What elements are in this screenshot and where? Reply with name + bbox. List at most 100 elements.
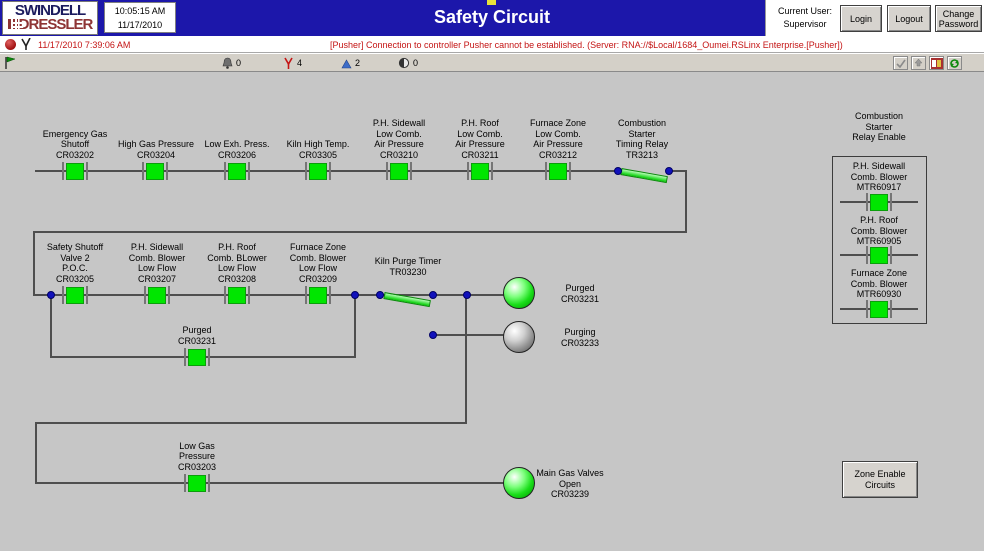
page-title: Safety Circuit: [433, 7, 551, 27]
contact-label: High Gas Pressure CR03204: [117, 139, 195, 160]
main-gas-light-label: Main Gas Valves Open CR03239: [536, 468, 604, 499]
wire: [669, 170, 687, 172]
relay-entry-label: Furnace Zone Comb. Blower MTR60930: [850, 268, 908, 299]
contact-label: Emergency Gas Shutoff CR03202: [42, 128, 108, 160]
contact-label: Kiln High Temp. CR03305: [286, 139, 350, 160]
alarm-message: [Pusher] Connection to controller Pusher…: [330, 40, 843, 50]
current-user: Current User: Supervisor: [770, 5, 840, 31]
bell-icon: [222, 57, 233, 69]
contact-cr03305: [305, 161, 331, 181]
contact-label: Safety Shutoff Valve 2 P.O.C. CR03205: [46, 242, 104, 284]
change-password-button[interactable]: Change Password: [935, 5, 982, 32]
junction-dot: [463, 291, 471, 299]
contact-mtr60905: [866, 245, 892, 265]
fault-icon: [284, 57, 293, 69]
wire: [35, 482, 506, 484]
alarm-summary-button[interactable]: [929, 56, 944, 70]
wire: [35, 422, 37, 483]
junction-dot: [351, 291, 359, 299]
export-button[interactable]: [911, 56, 926, 70]
junction-dot: [614, 167, 622, 175]
wire: [433, 334, 506, 336]
refresh-icon: [950, 58, 959, 68]
contact-cr03212: [545, 161, 571, 181]
alarm-badge-icon: [931, 59, 941, 67]
ack-all-button[interactable]: [893, 56, 908, 70]
contact-cr03205: [62, 285, 88, 305]
up-arrow-icon: [914, 58, 923, 67]
wire: [685, 170, 687, 233]
contact-label: Purged CR03231: [177, 325, 217, 346]
company-logo: SWINDELL DRESSLER: [2, 1, 98, 35]
current-user-name: Supervisor: [783, 19, 827, 29]
junction-dot: [429, 291, 437, 299]
contact-label: P.H. Roof Comb. BLower Low Flow CR03208: [207, 242, 267, 284]
contact-label: Low Gas Pressure CR03203: [177, 440, 217, 472]
contact-label: Furnace Zone Comb. Blower Low Flow CR032…: [289, 242, 347, 284]
safety-circuit-diagram: Emergency Gas Shutoff CR03202 High Gas P…: [0, 71, 984, 551]
relay-entry-label: P.H. Roof Comb. Blower MTR60905: [850, 215, 908, 246]
refresh-button[interactable]: [947, 56, 962, 70]
wire: [33, 294, 506, 296]
timing-relay-label: Combustion Starter Timing Relay TR3213: [615, 118, 669, 160]
contact-cr03208: [224, 285, 250, 305]
fault-count: 4: [297, 58, 303, 68]
contact-label: P.H. Roof Low Comb. Air Pressure CR03211: [455, 118, 505, 160]
contact-cr03209: [305, 285, 331, 305]
contact-cr03203: [184, 473, 210, 493]
wire: [354, 294, 356, 357]
timer-blade: [620, 168, 668, 184]
half-circle-icon: [398, 57, 410, 69]
suppressed-count-group[interactable]: 0: [398, 56, 418, 70]
alarm-state-icon: [5, 39, 16, 50]
junction-dot: [429, 331, 437, 339]
current-user-label: Current User:: [777, 6, 832, 16]
relay-enable-box: [832, 156, 927, 324]
event-count-group[interactable]: 2: [341, 56, 360, 70]
contact-cr03207: [144, 285, 170, 305]
login-button[interactable]: Login: [840, 5, 882, 32]
logout-button[interactable]: Logout: [887, 5, 931, 32]
zone-enable-circuits-button[interactable]: Zone Enable Circuits: [842, 461, 918, 498]
contact-cr03211: [467, 161, 493, 181]
main-gas-valves-light: [503, 467, 535, 499]
alarm-count-group[interactable]: 0: [222, 56, 241, 70]
contact-cr03202: [62, 161, 88, 181]
clock-display: 10:05:15 AM 11/17/2010: [104, 2, 176, 33]
check-icon: [895, 59, 906, 68]
wire: [35, 422, 467, 424]
contact-purged-bypass: [184, 347, 210, 367]
suppressed-count: 0: [413, 58, 419, 68]
alarm-ack-icon[interactable]: [20, 38, 32, 50]
junction-dot: [665, 167, 673, 175]
cursor-artifact: [487, 0, 496, 5]
contact-mtr60917: [866, 192, 892, 212]
kiln-purge-timer-label: Kiln Purge Timer TR03230: [374, 256, 442, 277]
wire: [50, 294, 52, 357]
clock-time: 10:05:15 AM: [114, 6, 166, 16]
contact-cr03204: [142, 161, 168, 181]
bell-count: 0: [236, 58, 242, 68]
logo-text-dressler: DRESSLER: [3, 17, 97, 32]
user-panel: Current User: Supervisor Login Logout Ch…: [765, 0, 984, 36]
contact-label: P.H. Sidewall Low Comb. Air Pressure CR0…: [372, 118, 426, 160]
contact-label: Low Exh. Press. CR03206: [204, 139, 270, 160]
title-bar: SWINDELL DRESSLER 10:05:15 AM 11/17/2010…: [0, 0, 984, 36]
contact-cr03206: [224, 161, 250, 181]
wire: [33, 231, 687, 233]
status-toolbar: 0 4 2 0: [0, 53, 984, 72]
purged-light-label: Purged CR03231: [560, 283, 600, 304]
relay-box-title: Combustion Starter Relay Enable: [852, 111, 906, 142]
purged-pilot-light: [503, 277, 535, 309]
run-flag-icon[interactable]: [4, 56, 17, 70]
logo-grid-icon: [7, 19, 23, 29]
relay-entry-label: P.H. Sidewall Comb. Blower MTR60917: [850, 161, 908, 192]
contact-cr03210: [386, 161, 412, 181]
contact-label: P.H. Sidewall Comb. Blower Low Flow CR03…: [128, 242, 186, 284]
wire: [465, 294, 467, 423]
alarm-banner: 11/17/2010 7:39:06 AM [Pusher] Connectio…: [0, 36, 984, 53]
wire: [33, 231, 35, 295]
fault-count-group[interactable]: 4: [283, 56, 302, 70]
junction-dot: [376, 291, 384, 299]
